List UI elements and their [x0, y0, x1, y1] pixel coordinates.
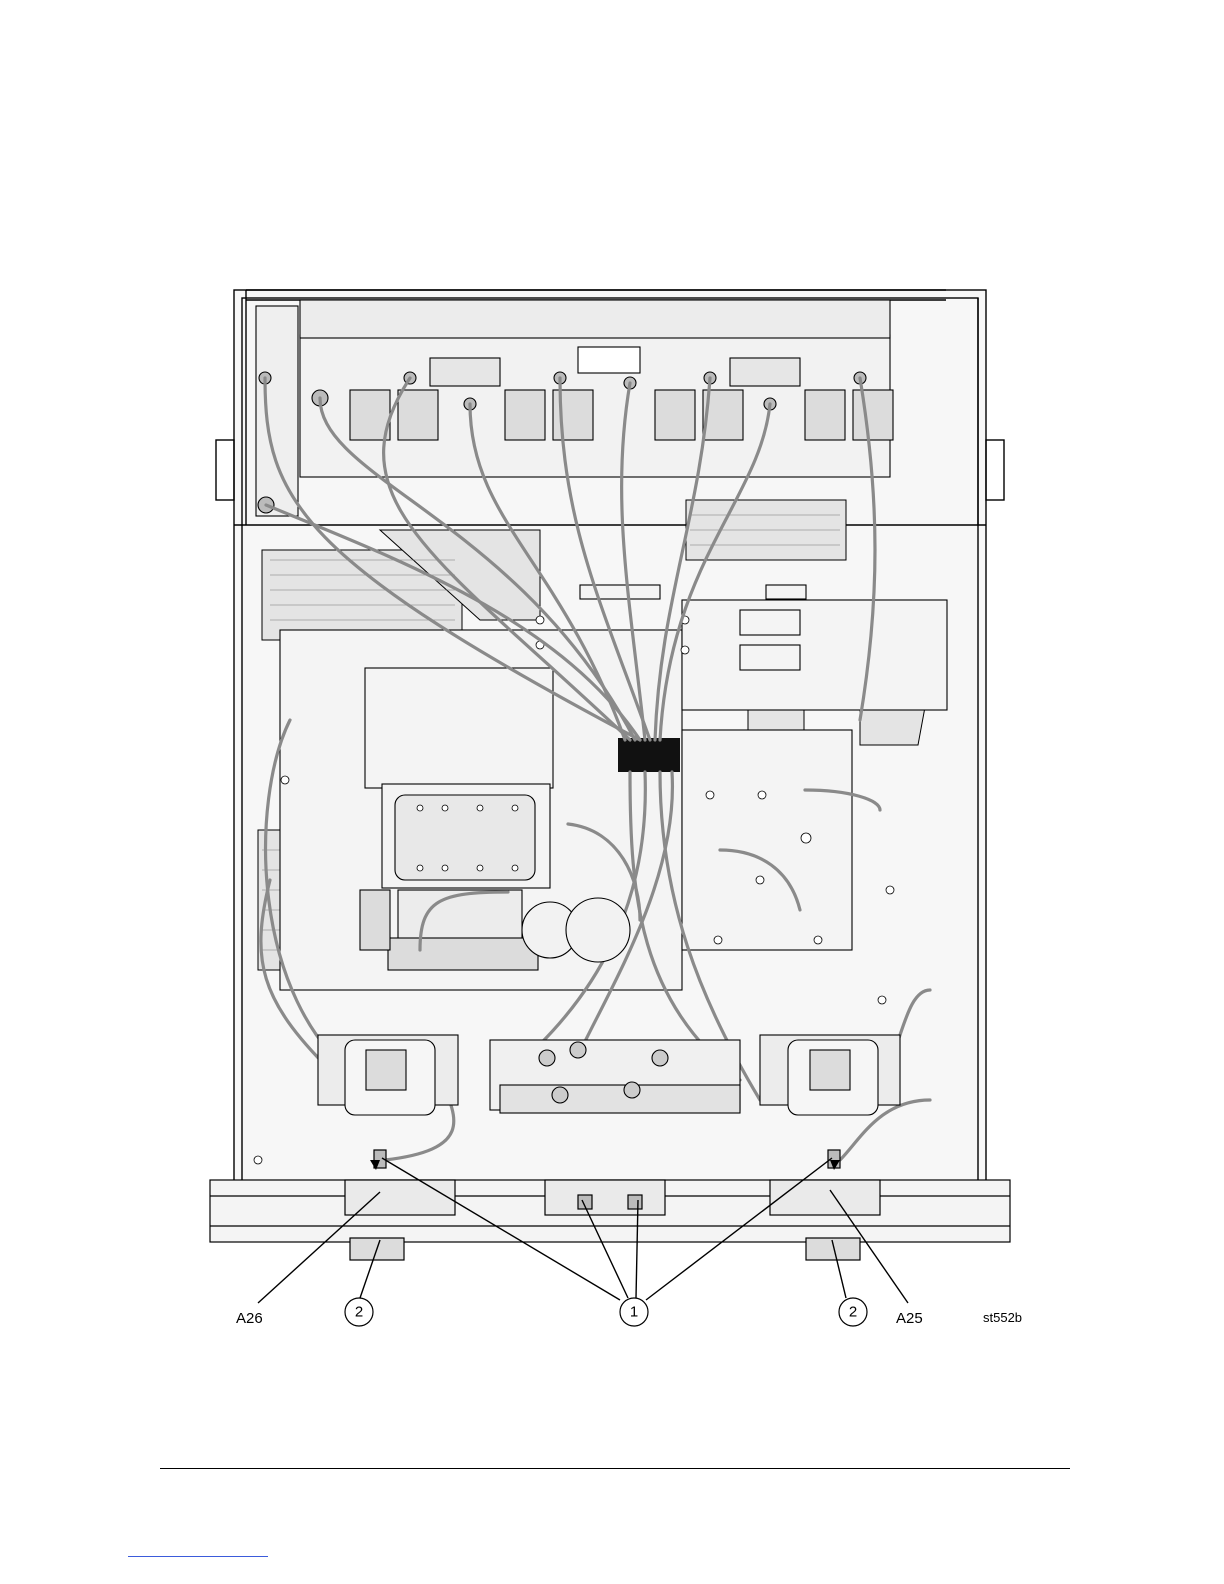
callout-2-left-number: 2	[355, 1304, 363, 1321]
callout-2-right-number: 2	[849, 1304, 857, 1321]
callout-1-number: 1	[630, 1304, 638, 1321]
page-link-underline[interactable]	[128, 1556, 268, 1557]
footer-rule	[160, 1468, 1070, 1469]
callout-a26-label: A26	[236, 1310, 263, 1327]
callout-a25-label: A25	[896, 1310, 923, 1327]
figure-id: st552b	[983, 1310, 1022, 1325]
cable-bundle-clamp	[618, 738, 680, 772]
